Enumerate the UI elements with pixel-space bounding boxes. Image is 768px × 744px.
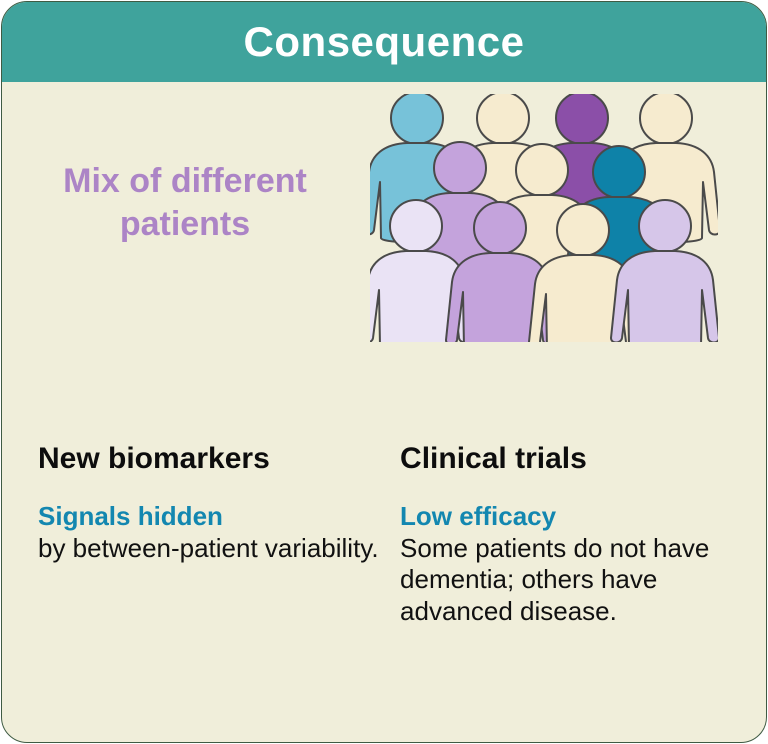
column-heading: Clinical trials [400,442,587,475]
card-header: Consequence [2,2,766,82]
crowd-of-people-illustration [370,94,718,342]
mix-label-line1: Mix of different [63,162,307,200]
column-clinical-trials: Clinical trials Low efficacy Some patien… [390,442,766,628]
column-lead: Low efficacy [400,501,557,531]
page-title: Consequence [243,18,525,65]
column-body: by between-patient variability. [38,532,379,563]
column-new-biomarkers: New biomarkers Signals hidden by between… [2,442,390,628]
mix-label-line2: patients [119,204,251,243]
column-body: Some patients do not have dementia; othe… [400,532,710,627]
mix-of-patients-label: Mix of different patients [20,160,350,245]
column-heading: New biomarkers [38,442,270,475]
column-lead: Signals hidden [38,501,223,531]
consequence-columns: New biomarkers Signals hidden by between… [2,442,766,628]
